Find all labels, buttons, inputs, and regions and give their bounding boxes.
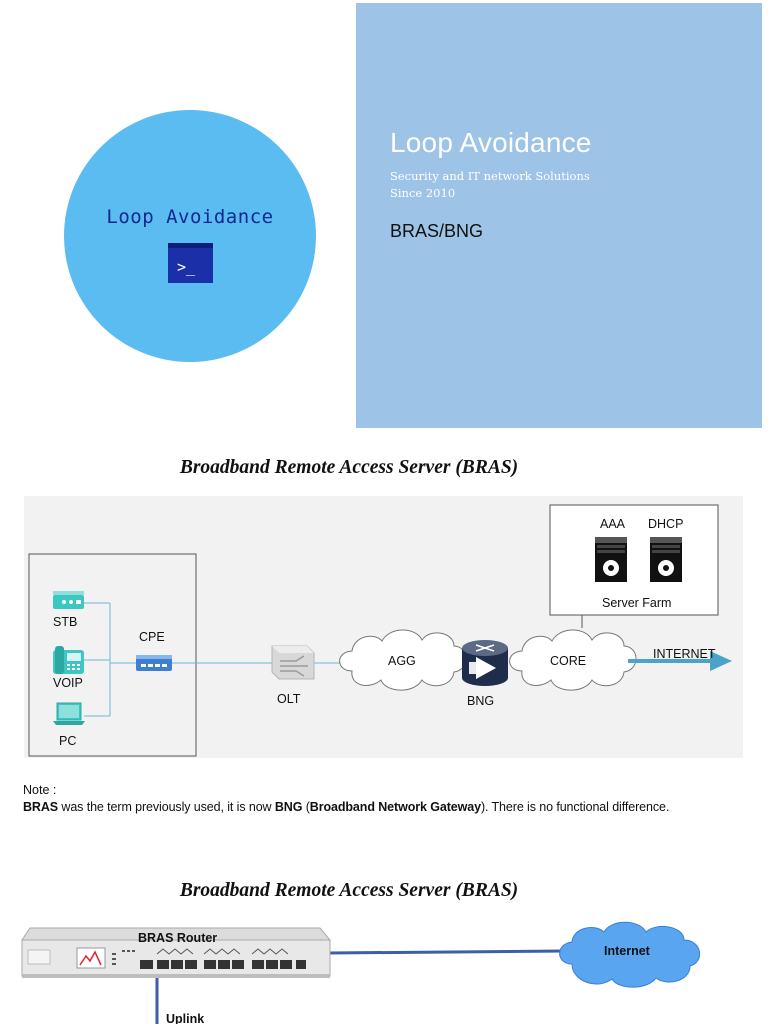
label-pc: PC (59, 734, 77, 748)
bng-router-icon (462, 640, 508, 686)
note-term-old: BRAS (23, 800, 59, 814)
label-agg: AGG (388, 654, 416, 668)
topology-svg (28, 504, 732, 757)
label-dhcp: DHCP (648, 517, 684, 531)
customer-premises-box (28, 553, 197, 757)
laptop-icon (53, 702, 85, 725)
note-term-full: Broadband Network Gateway (309, 800, 481, 814)
note-text-1: was the term previously used, it is now (58, 800, 275, 814)
label-bras-router: BRAS Router (138, 931, 218, 945)
label-bng: BNG (467, 694, 495, 708)
section1-title: Broadband Remote Access Server (BRAS) (179, 457, 519, 478)
label-olt: OLT (277, 692, 301, 706)
cover-title: Loop Avoidance (390, 127, 592, 158)
logo-text: Loop Avoidance (106, 206, 274, 228)
set-top-box-icon (53, 591, 84, 609)
cover-panel: Loop Avoidance Security and IT network S… (356, 3, 762, 428)
cover-subtitle-line2: Since 2010 (390, 186, 456, 200)
label-internet: INTERNET (653, 647, 716, 661)
terminal-icon: >_ (168, 243, 213, 283)
cpe-switch-icon (136, 655, 172, 671)
label-uplink: Uplink (166, 1012, 205, 1024)
bras-router-diagram (21, 921, 700, 1024)
agg-cloud-icon (339, 629, 467, 691)
ip-phone-icon (53, 646, 84, 674)
label-voip: VOIP (53, 676, 83, 690)
router-chassis-icon (21, 927, 332, 978)
note-body: BRAS was the term previously used, it is… (23, 800, 669, 814)
link-internet (329, 949, 566, 955)
terminal-glyph: >_ (177, 258, 196, 276)
label-aaa: AAA (600, 517, 626, 531)
router-ports (140, 948, 306, 969)
label-internet-cloud: Internet (604, 944, 650, 958)
internet-cloud-icon (559, 921, 700, 988)
server-farm-box (549, 504, 719, 616)
logo-circle: Loop Avoidance >_ (64, 110, 316, 362)
note-term-new: BNG (274, 800, 303, 814)
links (84, 602, 342, 717)
cover-topic: BRAS/BNG (390, 221, 484, 241)
cover-subtitle-line1: Security and IT network Solutions (390, 169, 590, 183)
label-server-farm: Server Farm (602, 596, 672, 610)
note-heading: Note : (23, 783, 57, 797)
label-core: CORE (550, 654, 587, 668)
note-text-2: ( (302, 800, 310, 814)
section2-title: Broadband Remote Access Server (BRAS) (179, 880, 519, 901)
arrow-right-icon (628, 651, 732, 671)
label-cpe: CPE (139, 630, 165, 644)
bras-topology-diagram: STB VOIP PC CPE OLT AGG BNG CORE INTERNE… (24, 496, 743, 758)
core-cloud-icon (509, 629, 637, 691)
server-icon-dhcp (650, 537, 682, 582)
olt-icon (271, 645, 315, 680)
server-icon-aaa (595, 537, 627, 582)
label-stb: STB (53, 615, 78, 629)
note-text-3: ). There is no functional difference. (480, 800, 670, 814)
